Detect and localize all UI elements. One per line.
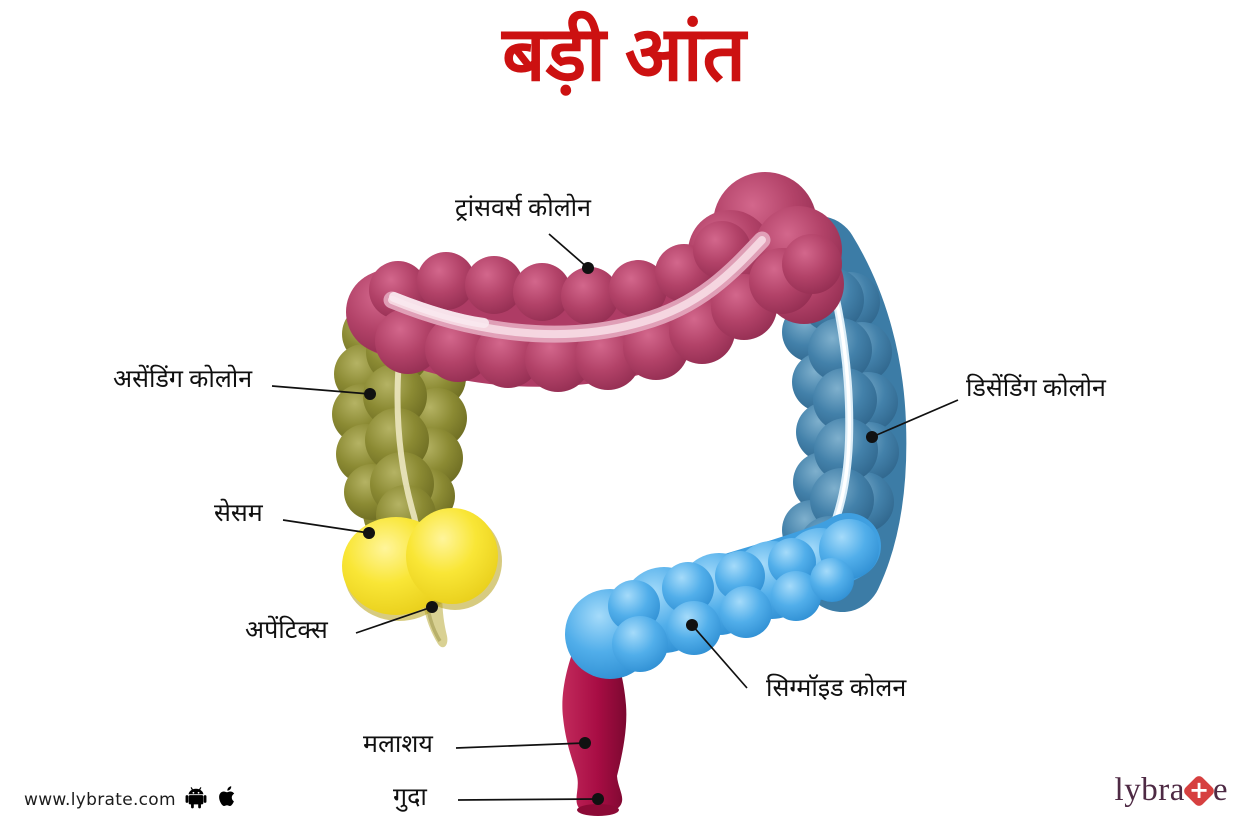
- anus-leader-line: [457, 798, 599, 801]
- label-transverse-colon: ट्रांसवर्स कोलोन: [455, 195, 592, 222]
- label-sigmoid-colon: सिग्मॉइड कोलन: [766, 675, 907, 702]
- android-icon: [185, 785, 207, 814]
- apple-icon: [216, 785, 237, 814]
- descending-leader-line: [871, 399, 959, 438]
- lybrate-logo-text-left: lybra: [1114, 772, 1185, 808]
- cecum-shape: [342, 508, 502, 621]
- lybrate-logo: lybra + e: [1115, 772, 1228, 809]
- page-title: बड़ी आंत: [502, 13, 746, 97]
- label-appendix: अपेंटिक्स: [245, 617, 328, 644]
- rectum-leader-line: [455, 742, 586, 749]
- transverse-colon-shape: [346, 172, 844, 392]
- label-cecum: सेसम: [214, 500, 263, 527]
- sigmoid-colon-shape: [565, 513, 881, 679]
- sigmoid-leader-line: [691, 624, 748, 689]
- label-ascending-colon: असेंडिंग कोलोन: [113, 366, 253, 393]
- website-url: www.lybrate.com: [24, 789, 176, 810]
- plus-glyph: +: [1188, 775, 1209, 804]
- leader-lines: [271, 233, 959, 805]
- appendix-leader-line: [355, 606, 433, 634]
- label-rectum: मलाशय: [363, 731, 433, 758]
- lybrate-logo-text-right: e: [1212, 772, 1228, 808]
- rectum-shape: [562, 637, 627, 816]
- label-descending-colon: डिसेंडिंग कोलोन: [966, 375, 1106, 402]
- leader-dots: [363, 262, 878, 805]
- footer-left: www.lybrate.com: [24, 785, 237, 814]
- cecum-leader-line: [282, 519, 370, 534]
- lybrate-plus-icon: +: [1181, 773, 1216, 808]
- transverse-leader-line: [548, 233, 589, 269]
- ascending-leader-line: [271, 385, 371, 395]
- label-anus: गुदा: [393, 784, 427, 811]
